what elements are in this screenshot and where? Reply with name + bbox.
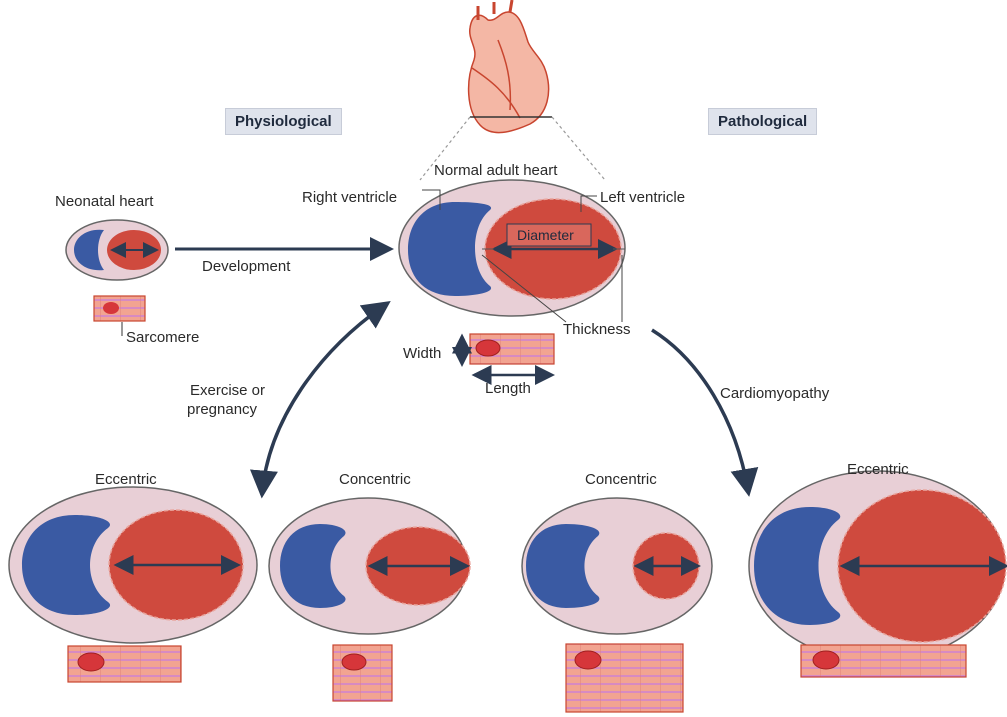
pathological-header: Pathological [708,108,817,135]
physiological-header: Physiological [225,108,342,135]
concentric-pathological-label: Concentric [585,472,657,487]
eccentric-physiological-heart [9,487,257,643]
heart-illustration [469,0,549,133]
eccentric-pathological-heart [749,471,1006,661]
zoom-line-right [552,117,605,180]
concentric-pathological-heart [522,498,712,634]
cardiomyopathy-arrow [652,330,748,490]
exercise-label-line1: Exercise or [190,383,265,398]
eccentric-pathological-sarcomere [801,645,966,677]
diameter-label: Diameter [517,228,574,242]
neonatal-heart [66,220,168,280]
eccentric-physiological-sarcomere [68,646,181,682]
sarcomere-label: Sarcomere [126,330,199,345]
thickness-label: Thickness [563,322,631,337]
eccentric-physiological-label: Eccentric [95,472,157,487]
left-ventricle-label: Left ventricle [600,190,685,205]
concentric-physiological-label: Concentric [339,472,411,487]
eccentric-pathological-label: Eccentric [847,462,909,477]
cardiomyopathy-label: Cardiomyopathy [720,386,829,401]
normal-adult-heart-label: Normal adult heart [434,163,557,178]
width-label: Width [403,346,441,361]
concentric-physiological-sarcomere [333,645,392,701]
exercise-arrow [262,305,385,495]
right-ventricle-label: Right ventricle [302,190,397,205]
development-label: Development [202,259,290,274]
neonatal-heart-label: Neonatal heart [55,194,153,209]
concentric-physiological-heart [269,498,470,634]
length-label: Length [485,381,531,396]
exercise-label-line2: pregnancy [187,402,257,417]
reference-sarcomere [462,334,554,375]
concentric-pathological-sarcomere [566,644,683,712]
normal-adult-heart [399,180,625,316]
